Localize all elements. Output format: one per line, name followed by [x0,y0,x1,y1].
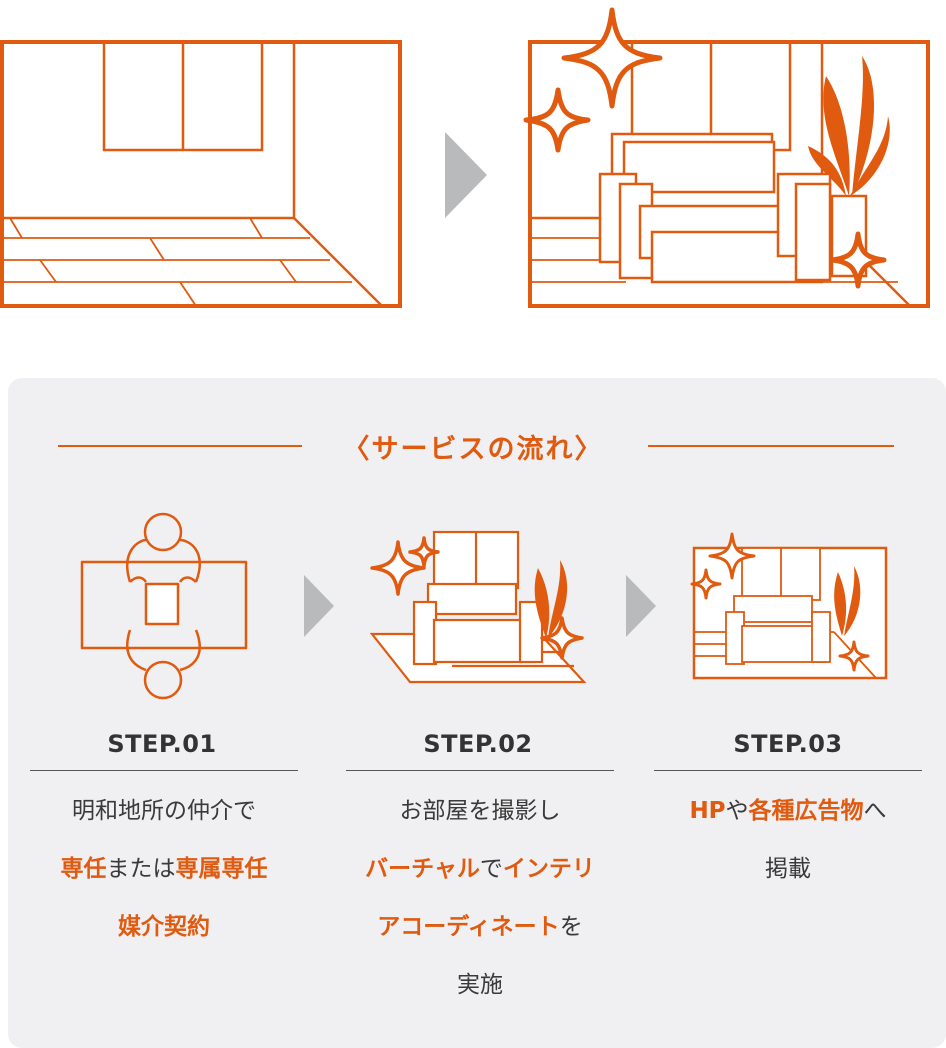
step-label-3: STEP.03 [733,730,843,758]
step-description-2: お部屋を撮影しバーチャルでインテリアコーディネートを実施 [335,782,625,1014]
description-line: お部屋を撮影し [335,782,625,840]
description-line: HPや各種広告物へ [643,782,933,840]
description-text: 実施 [457,972,503,998]
title-divider-right [648,445,894,447]
chevron-right-icon [626,575,656,637]
description-line: 実施 [335,956,625,1014]
contract-meeting-icon [80,512,248,700]
step-description-1: 明和地所の仲介で専任または専属専任媒介契約 [19,782,309,956]
highlight-text: HP [689,798,726,824]
description-line: アコーディネートを [335,898,625,956]
description-text: 明和地所の仲介で [72,798,256,824]
highlight-text: 専任 [60,856,107,882]
description-line: 媒介契約 [19,898,309,956]
highlight-text: アコーディネート [377,914,560,940]
highlight-text: バーチャル [365,856,480,882]
description-text: や [725,798,749,824]
description-line: 掲載 [643,840,933,898]
listing-photo-icon [690,532,888,680]
description-line: バーチャルでインテリ [335,840,625,898]
description-text: お部屋を撮影し [399,798,561,824]
virtual-staging-icon [370,530,587,684]
staged-room-illustration [523,7,930,308]
step-label-2: STEP.02 [423,730,533,758]
description-text: 掲載 [765,856,811,882]
step-divider-3 [654,770,922,771]
section-title: 〈サービスの流れ〉 [342,434,604,465]
description-text: を [559,914,583,940]
step-description-3: HPや各種広告物へ掲載 [643,782,933,898]
empty-room-illustration [0,40,402,308]
step-label-1: STEP.01 [107,730,217,758]
highlight-text: 各種広告物 [748,798,864,824]
description-line: 明和地所の仲介で [19,782,309,840]
service-flow-header: 〈サービスの流れ〉 [0,425,946,465]
description-text: で [479,856,503,882]
step-divider-2 [346,770,614,771]
chevron-right-icon [304,575,334,637]
step-divider-1 [30,770,298,771]
description-text: または [106,856,176,882]
highlight-text: インテリ [502,856,595,882]
highlight-text: 専属専任 [175,856,268,882]
description-line: 専任または専属専任 [19,840,309,898]
hero-before-after [0,0,946,320]
chevron-right-icon [445,132,487,218]
title-divider-left [58,445,302,447]
highlight-text: 媒介契約 [118,914,210,940]
service-flow-panel [8,378,946,1048]
description-text: へ [863,798,887,824]
